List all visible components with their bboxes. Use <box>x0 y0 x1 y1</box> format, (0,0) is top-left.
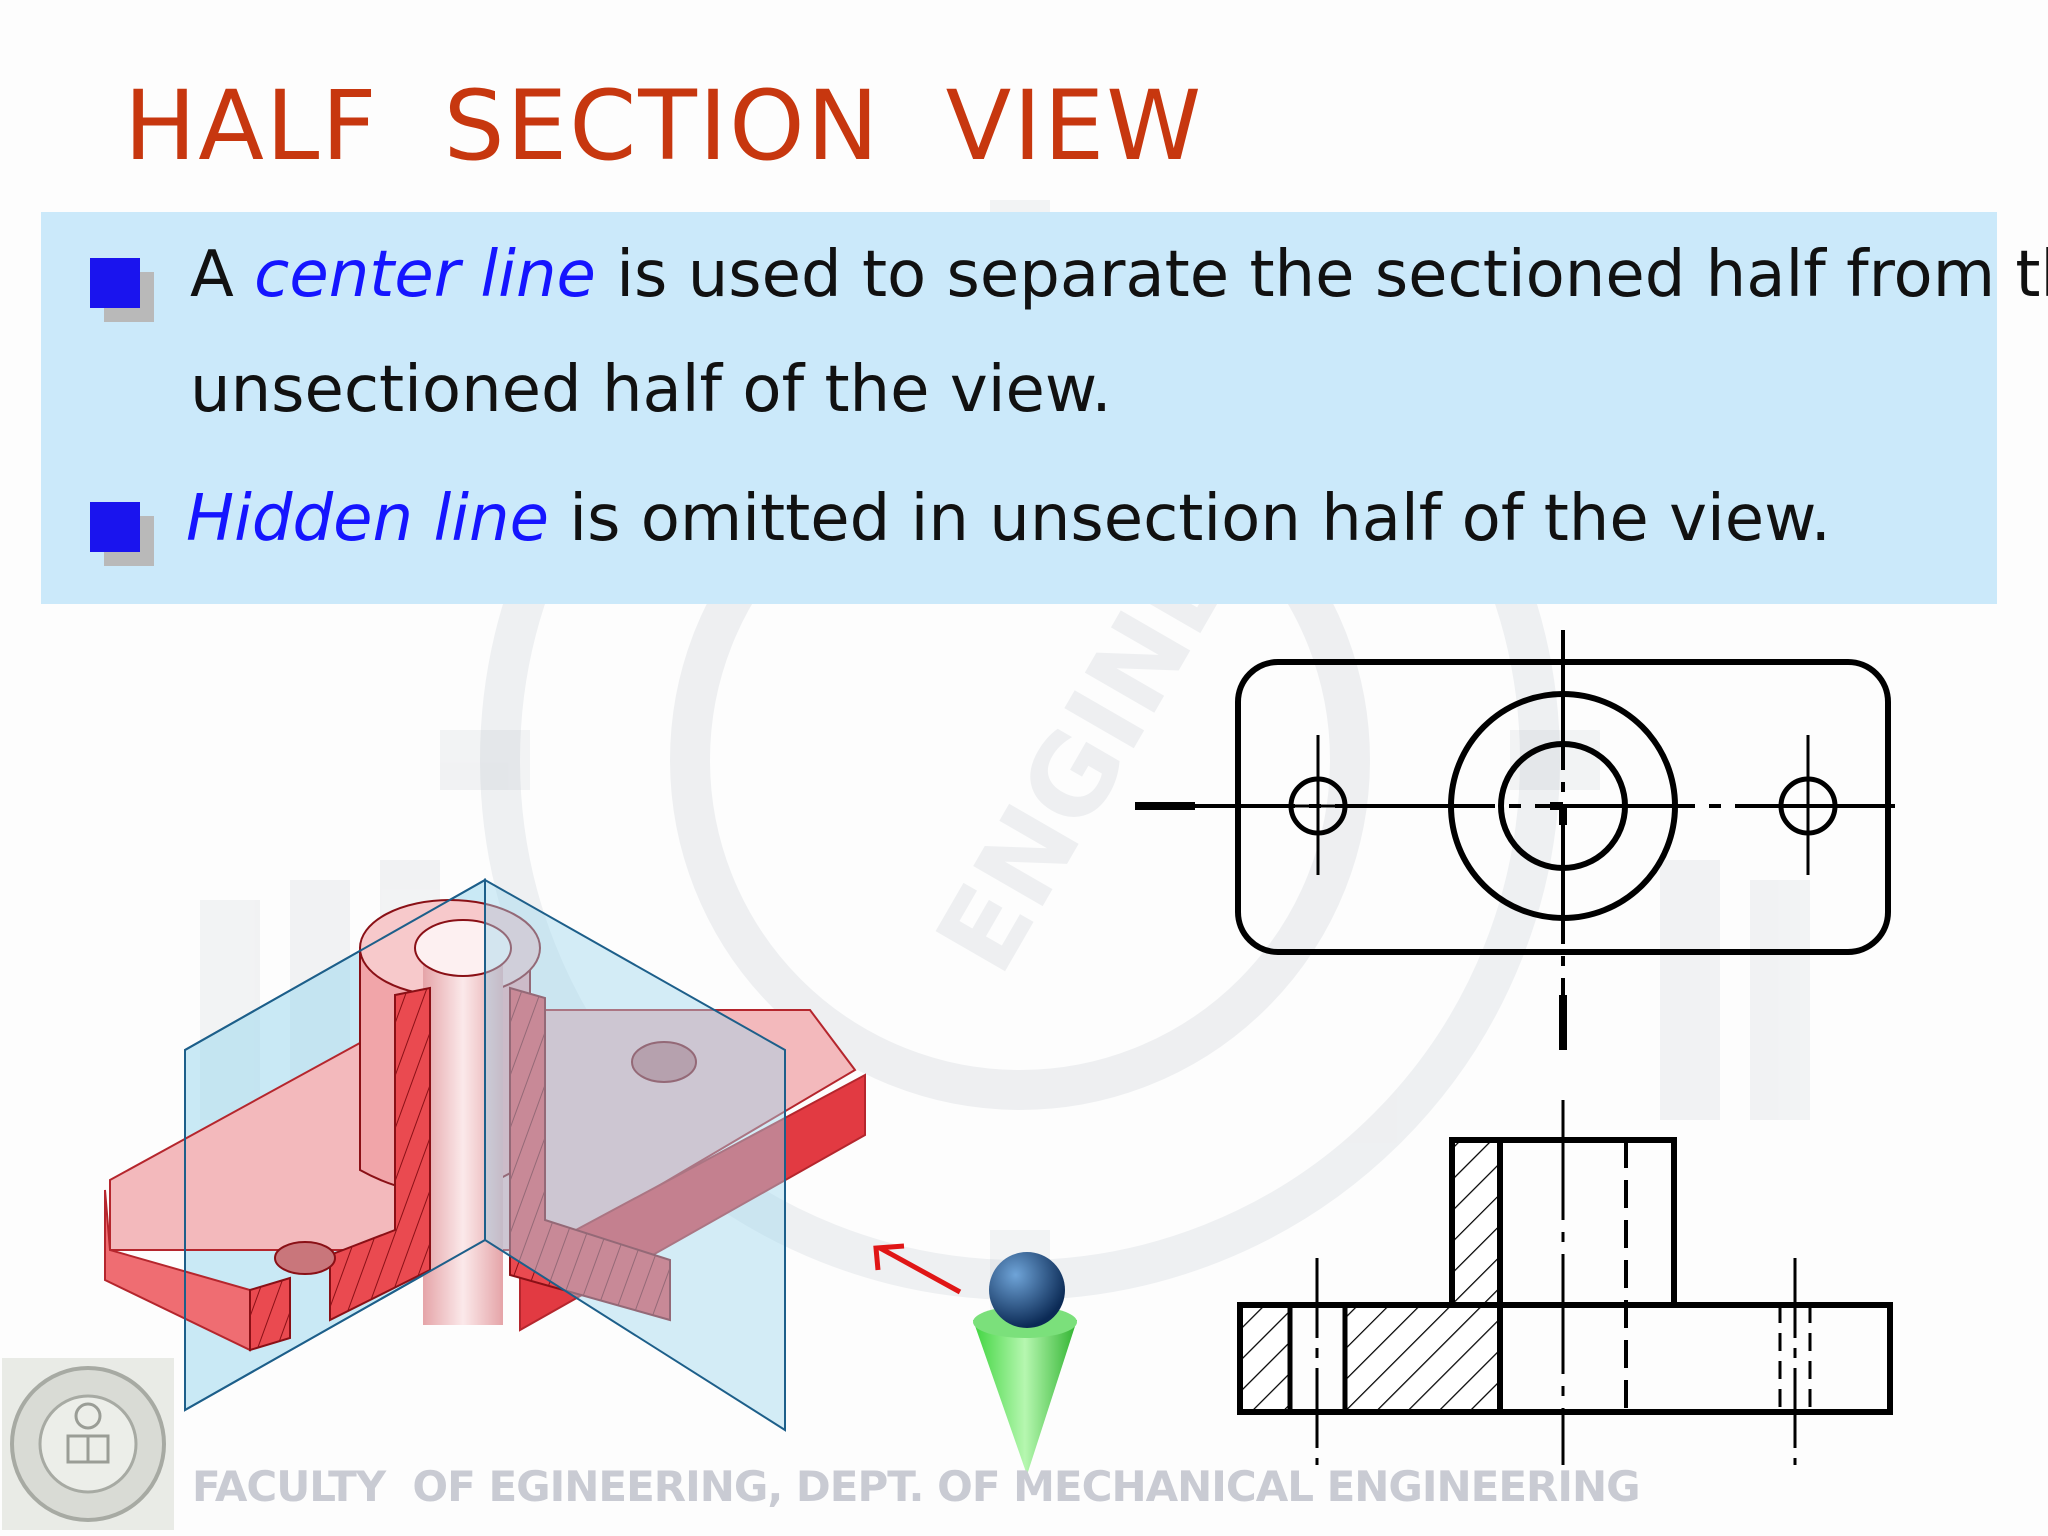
front-half-section-drawing <box>1237 1100 1893 1465</box>
viewing-direction-arrow-icon <box>873 1243 962 1295</box>
isometric-half-section-model <box>104 878 866 1432</box>
footer-text: FACULTY OF EGINEERING, DEPT. OF MECHANIC… <box>192 1462 1641 1511</box>
bullet-2-emphasis: Hidden line <box>186 482 549 556</box>
bullet-1-prefix: A <box>190 238 255 312</box>
plate-hole <box>631 1041 697 1083</box>
section-face-left <box>329 986 431 1322</box>
bullet-box <box>41 212 1997 604</box>
cutting-plane-front <box>184 878 486 1412</box>
bullet-2-suffix: is omitted in unsection half of the view… <box>548 482 1831 556</box>
bullet-1-suffix: is used to separate the sectioned half f… <box>595 238 2048 312</box>
slide-title: HALF SECTION VIEW <box>124 70 1204 182</box>
viewer-eye-icon <box>973 1252 1077 1475</box>
section-face-right <box>509 986 671 1322</box>
bore <box>423 935 503 1325</box>
bullet-2-line: Hidden line is omitted in unsection half… <box>186 482 1831 556</box>
hatch-base-left <box>1240 1305 1290 1412</box>
section-face-counterbore <box>249 1276 291 1352</box>
bullet-1-line-2: unsectioned half of the view. <box>190 353 1112 427</box>
bullet-square-icon <box>90 258 140 308</box>
bullet-1-line-1: A center line is used to separate the se… <box>190 238 2048 312</box>
top-view-drawing <box>1135 630 1905 1050</box>
hatch-boss <box>1452 1140 1500 1305</box>
base-outline <box>1237 1302 1893 1415</box>
cutting-plane-right <box>484 878 786 1432</box>
bullet-square-icon <box>90 502 140 552</box>
university-seal-icon <box>2 1358 174 1530</box>
bullet-1-emphasis: center line <box>254 238 596 312</box>
hatch-base-mid <box>1345 1305 1500 1412</box>
counterbore-hole <box>274 1241 336 1275</box>
bore-top <box>414 919 512 977</box>
